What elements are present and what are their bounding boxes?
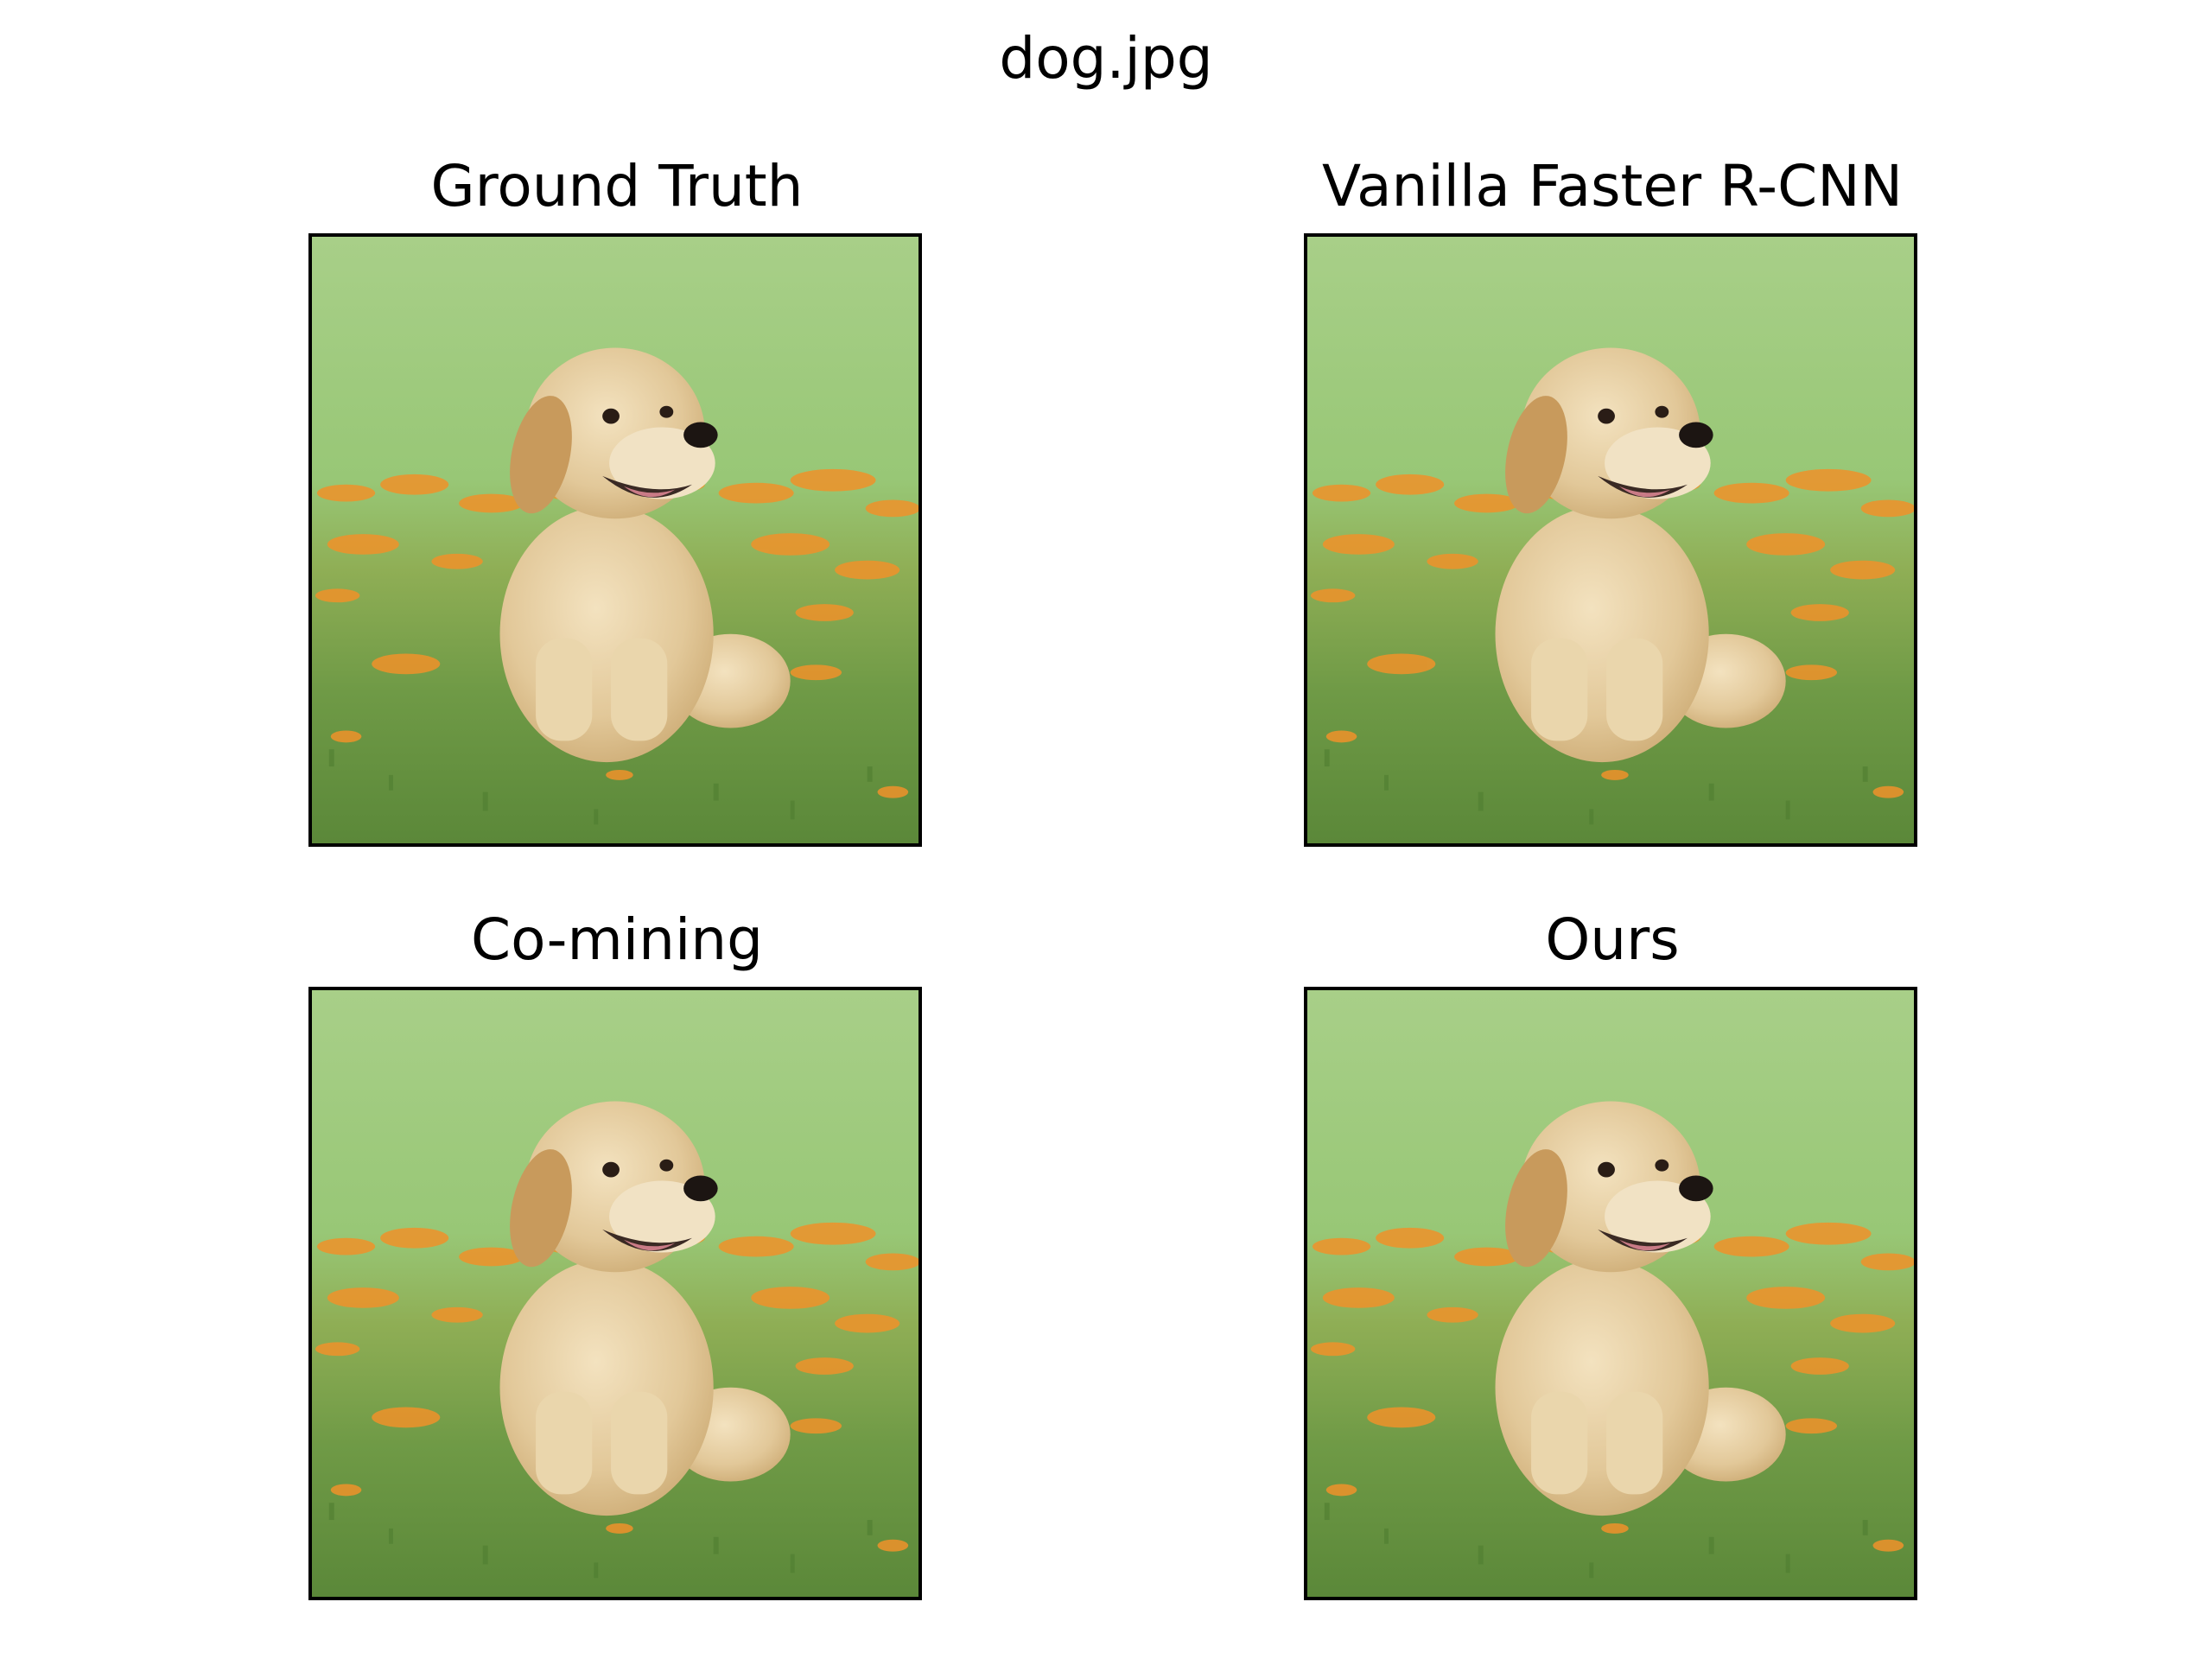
panel-title-ours: Ours — [1545, 906, 1680, 973]
panel-image-vanilla-faster-rcnn — [1304, 233, 1917, 847]
figure-title: dog.jpg — [999, 25, 1213, 92]
dog-photo — [1307, 990, 1914, 1597]
panel-image-ground-truth — [308, 233, 922, 847]
dog-photo — [312, 990, 918, 1597]
panel-title-co-mining: Co-mining — [470, 906, 764, 973]
panel-title-ground-truth: Ground Truth — [430, 153, 804, 219]
panel-title-vanilla-faster-rcnn: Vanilla Faster R-CNN — [1322, 153, 1903, 219]
panel-image-ours — [1304, 987, 1917, 1600]
dog-photo — [1307, 237, 1914, 843]
dog-photo — [312, 237, 918, 843]
panel-image-co-mining — [308, 987, 922, 1600]
